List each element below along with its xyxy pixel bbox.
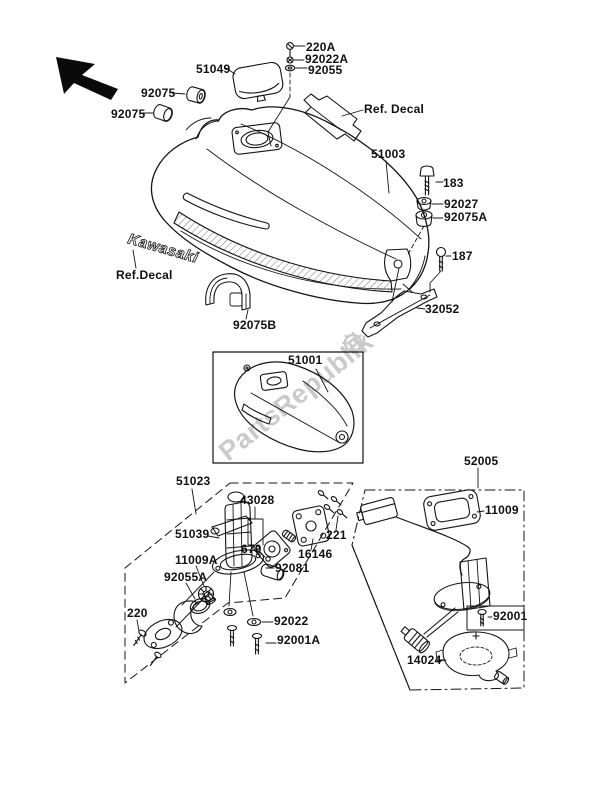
part-label-92075b: 92075B — [233, 318, 277, 332]
watermark-gear-icon — [342, 332, 364, 354]
part-label-43028: 43028 — [240, 493, 275, 507]
damper-92075-a-drawing — [171, 86, 206, 104]
damper-92075-b-drawing — [141, 104, 173, 122]
part-label-187: 187 — [452, 249, 473, 263]
part-label-92075a: 92075A — [444, 210, 488, 224]
part-label-92075-b: 92075 — [111, 107, 146, 121]
part-label-92055a: 92055A — [164, 570, 208, 584]
filler-neck-drawing — [231, 122, 283, 155]
part-label-52005: 52005 — [464, 454, 499, 468]
fuel-gauge-assembly-drawing — [356, 489, 525, 685]
part-label-92027: 92027 — [444, 197, 479, 211]
dashed-box-petcock — [124, 482, 354, 684]
part-label-92022: 92022 — [274, 614, 309, 628]
watermark: PartsRepublik — [213, 326, 379, 467]
part-label-220: 220 — [127, 606, 148, 620]
part-label-183: 183 — [443, 176, 464, 190]
part-label-32052: 32052 — [425, 302, 460, 316]
part-label-92022a: 92022A — [305, 52, 349, 66]
tank-cap-drawing — [225, 61, 284, 102]
dashdot-box-fuel-gauge — [351, 467, 525, 691]
ref-decal-strip-drawing — [303, 93, 364, 142]
part-label-51003: 51003 — [371, 147, 406, 161]
watermark-text: PartsRepublik — [213, 326, 379, 467]
part-label-92081: 92081 — [275, 561, 310, 575]
part-label-92001a: 92001A — [277, 633, 321, 647]
petcock-assembly-drawing — [133, 489, 348, 667]
inset-box-51001 — [212, 351, 364, 464]
part-label-51049: 51049 — [196, 62, 231, 76]
ref-decal-label-left: Ref.Decal — [116, 268, 173, 282]
part-label-14024: 14024 — [407, 653, 442, 667]
direction-arrow-icon — [56, 57, 118, 100]
part-label-11009: 11009 — [485, 503, 519, 517]
damper-92075B-drawing — [205, 273, 251, 320]
part-label-16146: 16146 — [298, 547, 333, 561]
side-bolt-column-drawing — [406, 165, 444, 257]
part-label-92055: 92055 — [308, 63, 343, 77]
part-label-221: 221 — [326, 528, 347, 542]
part-label-92075-a: 92075 — [141, 86, 176, 100]
part-label-11009a: 11009A — [175, 553, 218, 567]
bracket-32052-drawing — [361, 246, 452, 338]
fuel-tank-drawing — [150, 106, 430, 305]
ref-decal-label-top: Ref. Decal — [364, 102, 425, 116]
part-label-51001: 51001 — [288, 353, 323, 367]
fastener-column-drawing — [267, 42, 308, 147]
part-label-92001: 92001 — [493, 609, 528, 623]
part-label-51023: 51023 — [176, 474, 211, 488]
part-label-220a: 220A — [306, 40, 336, 54]
part-label-51039: 51039 — [175, 527, 210, 541]
part-label-670: 670 — [241, 542, 262, 556]
